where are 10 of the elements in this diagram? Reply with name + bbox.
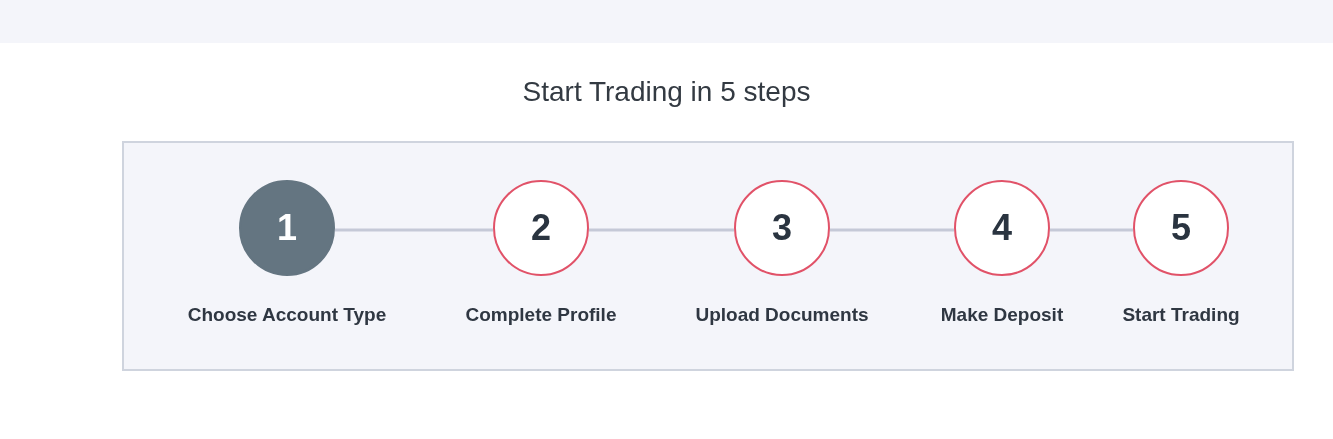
connector-line <box>1050 228 1133 232</box>
connector-line <box>830 228 954 232</box>
connector-line <box>335 228 493 232</box>
step-label: Upload Documents <box>695 303 869 327</box>
connector-line <box>589 228 734 232</box>
step-label: Make Deposit <box>940 303 1064 327</box>
step-label: Start Trading <box>1122 303 1240 327</box>
step-label: Choose Account Type <box>187 303 387 327</box>
step-label: Complete Profile <box>465 303 617 327</box>
heading: Start Trading in 5 steps <box>522 75 811 109</box>
